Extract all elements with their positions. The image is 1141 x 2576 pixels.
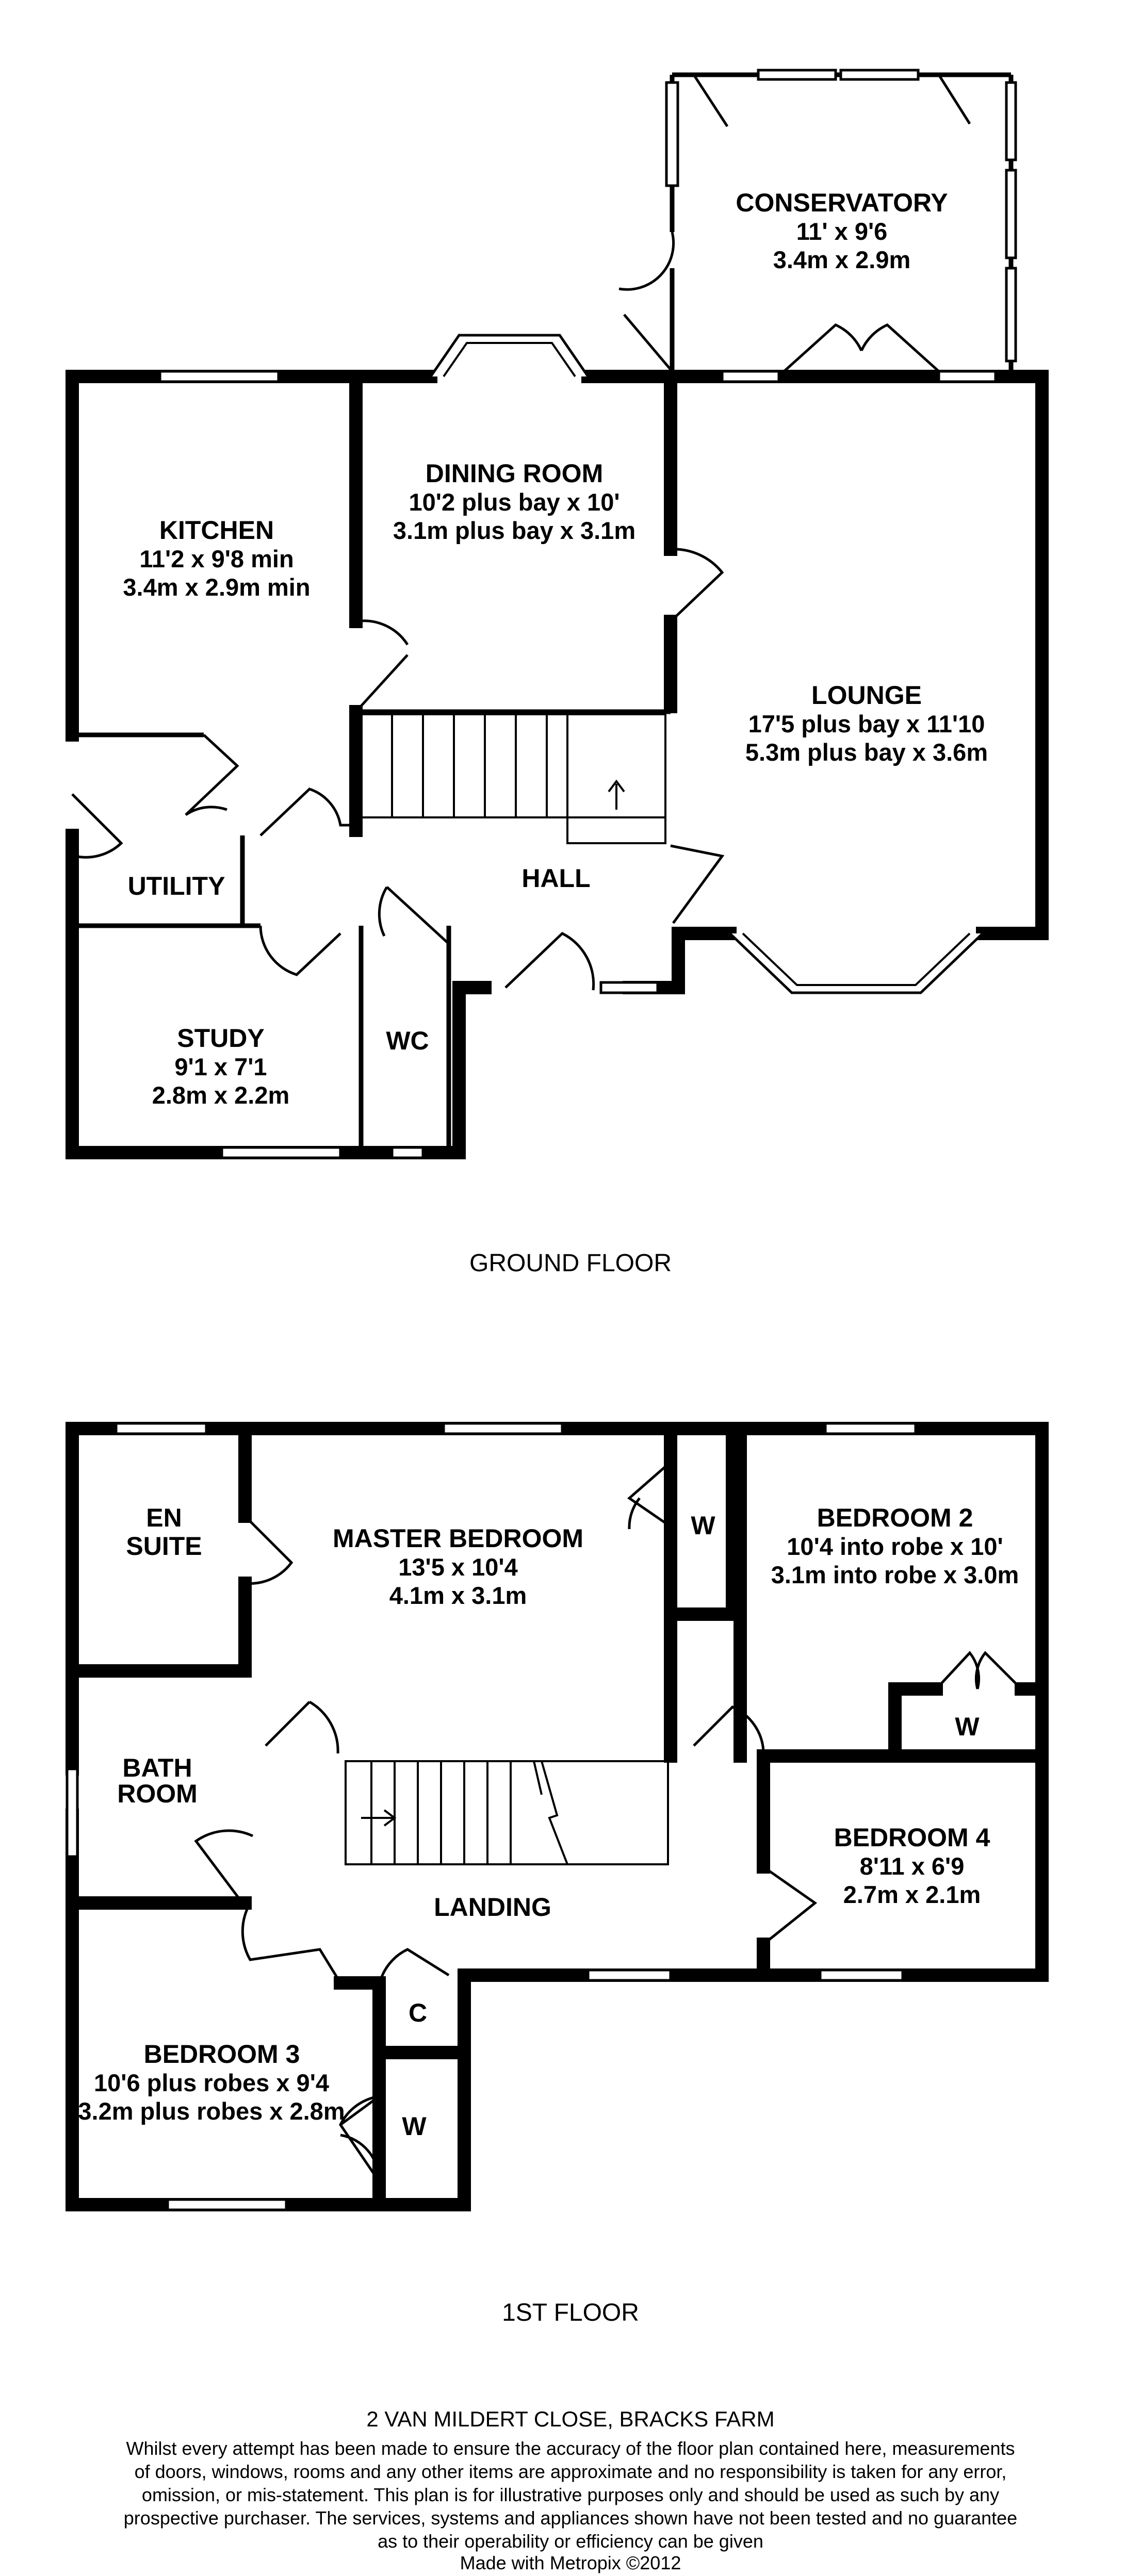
kitchen-name: KITCHEN	[159, 516, 274, 545]
kitchen-dim-imperial: 11'2 x 9'8 min	[139, 545, 294, 572]
master-bedroom-dim-imperial: 13'5 x 10'4	[398, 1553, 517, 1581]
ground-floor-windows	[158, 334, 997, 1159]
bedroom3-name: BEDROOM 3	[144, 2040, 300, 2069]
disclaimer-line-1: Whilst every attempt has been made to en…	[126, 2438, 1015, 2459]
first-floor-windows	[66, 1422, 917, 2211]
en-suite-line2: SUITE	[126, 1532, 202, 1561]
bedroom4-name: BEDROOM 4	[834, 1823, 990, 1852]
bedroom3-dim-metric: 3.2m plus robes x 2.8m	[78, 2097, 345, 2125]
first-floor-stairs	[345, 1760, 669, 1865]
dining-room-dim-metric: 3.1m plus bay x 3.1m	[393, 517, 635, 544]
cupboard-label: C	[409, 1998, 427, 2027]
ground-floor-plan	[66, 69, 1049, 1159]
lounge-dim-metric: 5.3m plus bay x 3.6m	[745, 739, 988, 766]
conservatory-name: CONSERVATORY	[736, 188, 948, 217]
bedroom2-wardrobe-label: W	[955, 1712, 980, 1741]
wc-name: WC	[386, 1026, 429, 1055]
metropix-credit: Made with Metropix ©2012	[460, 2552, 681, 2573]
bedroom2-dim-imperial: 10'4 into robe x 10'	[787, 1533, 1003, 1560]
ground-floor-title: GROUND FLOOR	[469, 1250, 672, 1277]
study-dim-metric: 2.8m x 2.2m	[152, 1081, 290, 1109]
conservatory-dim-imperial: 11' x 9'6	[796, 218, 888, 245]
master-bedroom-name: MASTER BEDROOM	[333, 1524, 583, 1553]
conservatory-walls	[618, 69, 1017, 372]
first-floor-title: 1ST FLOOR	[502, 2299, 639, 2326]
en-suite-line1: EN	[146, 1503, 182, 1532]
study-name: STUDY	[177, 1024, 264, 1053]
utility-name: UTILITY	[128, 872, 225, 900]
master-bedroom-dim-metric: 4.1m x 3.1m	[389, 1582, 527, 1609]
disclaimer-line-2: of doors, windows, rooms and any other i…	[135, 2461, 1007, 2482]
bedroom2-dim-metric: 3.1m into robe x 3.0m	[771, 1561, 1019, 1588]
bedroom4-dim-imperial: 8'11 x 6'9	[860, 1852, 965, 1880]
first-floor-plan	[66, 1422, 1049, 2211]
property-address: 2 VAN MILDERT CLOSE, BRACKS FARM	[366, 2407, 774, 2431]
kitchen-dim-metric: 3.4m x 2.9m min	[123, 573, 310, 601]
dining-room-dim-imperial: 10'2 plus bay x 10'	[409, 488, 620, 516]
ground-floor-labels: CONSERVATORY 11' x 9'6 3.4m x 2.9m DININ…	[123, 188, 988, 1277]
ground-floor-stairs	[360, 713, 666, 844]
first-floor-doors	[194, 1461, 1022, 2183]
disclaimer-line-3: omission, or mis-statement. This plan is…	[142, 2484, 999, 2505]
landing-name: LANDING	[434, 1893, 551, 1922]
master-wardrobe-label: W	[691, 1511, 715, 1540]
hall-name: HALL	[521, 864, 590, 893]
footer: 2 VAN MILDERT CLOSE, BRACKS FARM Whilst …	[124, 2407, 1017, 2573]
conservatory-dim-metric: 3.4m x 2.9m	[773, 246, 911, 273]
study-dim-imperial: 9'1 x 7'1	[174, 1053, 267, 1080]
bedroom4-dim-metric: 2.7m x 2.1m	[843, 1881, 981, 1908]
bedroom3-wardrobe-label: W	[402, 2112, 427, 2141]
bathroom-line2: ROOM	[117, 1779, 198, 1808]
disclaimer-line-5: as to their operability or efficiency ca…	[378, 2531, 763, 2552]
disclaimer-line-4: prospective purchaser. The services, sys…	[124, 2507, 1017, 2529]
bedroom2-name: BEDROOM 2	[817, 1503, 973, 1532]
dining-room-name: DINING ROOM	[426, 459, 603, 488]
bedroom3-dim-imperial: 10'6 plus robes x 9'4	[94, 2069, 329, 2096]
bathroom-line1: BATH	[122, 1753, 192, 1782]
first-floor-labels: EN SUITE MASTER BEDROOM 13'5 x 10'4 4.1m…	[78, 1503, 1019, 2326]
lounge-dim-imperial: 17'5 plus bay x 11'10	[748, 710, 985, 737]
lounge-name: LOUNGE	[811, 681, 922, 710]
ground-floor-doors	[71, 548, 725, 991]
